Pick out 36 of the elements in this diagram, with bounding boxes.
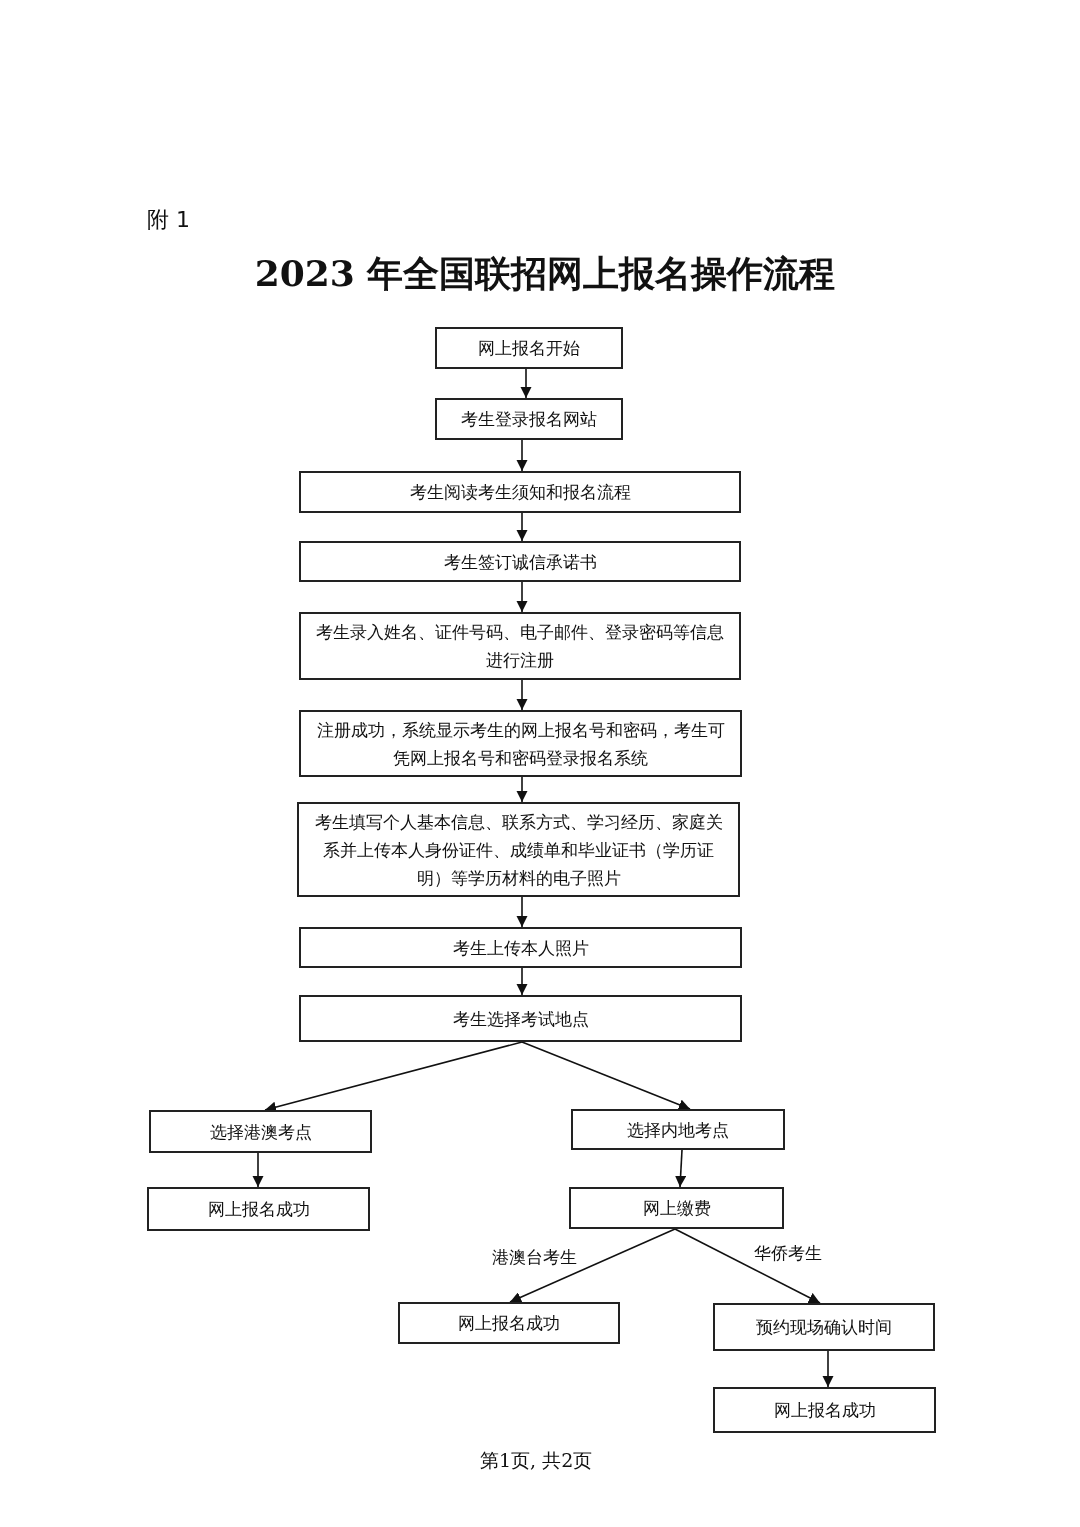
process-box: 考生填写个人基本信息、联系方式、学习经历、家庭关系并上传本人身份证件、成绩单和毕业证书（学历证明）等学历材料的电子照片 (297, 802, 740, 897)
process-box: 考生阅读考生须知和报名流程 (299, 471, 741, 513)
edge-label: 港澳台考生 (490, 1246, 579, 1269)
annex-label: 附 1 (147, 206, 190, 234)
arrow (822, 1350, 834, 1388)
process-box: 考生登录报名网站 (435, 398, 623, 440)
process-box: 网上报名成功 (713, 1387, 936, 1433)
process-box: 考生签订诚信承诺书 (299, 541, 741, 582)
process-box: 考生选择考试地点 (299, 995, 742, 1042)
process-box: 选择内地考点 (571, 1109, 785, 1150)
title: 2023 年全国联招网上报名操作流程 (253, 251, 837, 296)
arrow (516, 776, 528, 803)
process-box: 注册成功，系统显示考生的网上报名号和密码，考生可凭网上报名号和密码登录报名系统 (299, 710, 742, 777)
process-box: 网上报名成功 (147, 1187, 370, 1231)
arrow (675, 1149, 687, 1188)
arrow (516, 679, 528, 711)
arrow (516, 512, 528, 542)
process-box: 选择港澳考点 (149, 1110, 372, 1153)
arrow (516, 967, 528, 996)
process-box: 考生上传本人照片 (299, 927, 742, 968)
edge-label: 华侨考生 (752, 1242, 824, 1265)
process-box: 预约现场确认时间 (713, 1303, 935, 1351)
arrow (521, 1041, 691, 1111)
process-box: 网上缴费 (569, 1187, 784, 1229)
process-box: 网上报名成功 (398, 1302, 620, 1344)
arrow (520, 368, 532, 399)
arrow (674, 1228, 821, 1304)
arrow (516, 581, 528, 613)
arrow (264, 1041, 523, 1113)
arrow (252, 1152, 264, 1188)
page-number: 第1页, 共2页 (480, 1448, 593, 1473)
arrow (516, 896, 528, 928)
arrow (516, 439, 528, 472)
process-box: 网上报名开始 (435, 327, 623, 369)
arrow (509, 1228, 676, 1303)
process-box: 考生录入姓名、证件号码、电子邮件、登录密码等信息进行注册 (299, 612, 741, 680)
